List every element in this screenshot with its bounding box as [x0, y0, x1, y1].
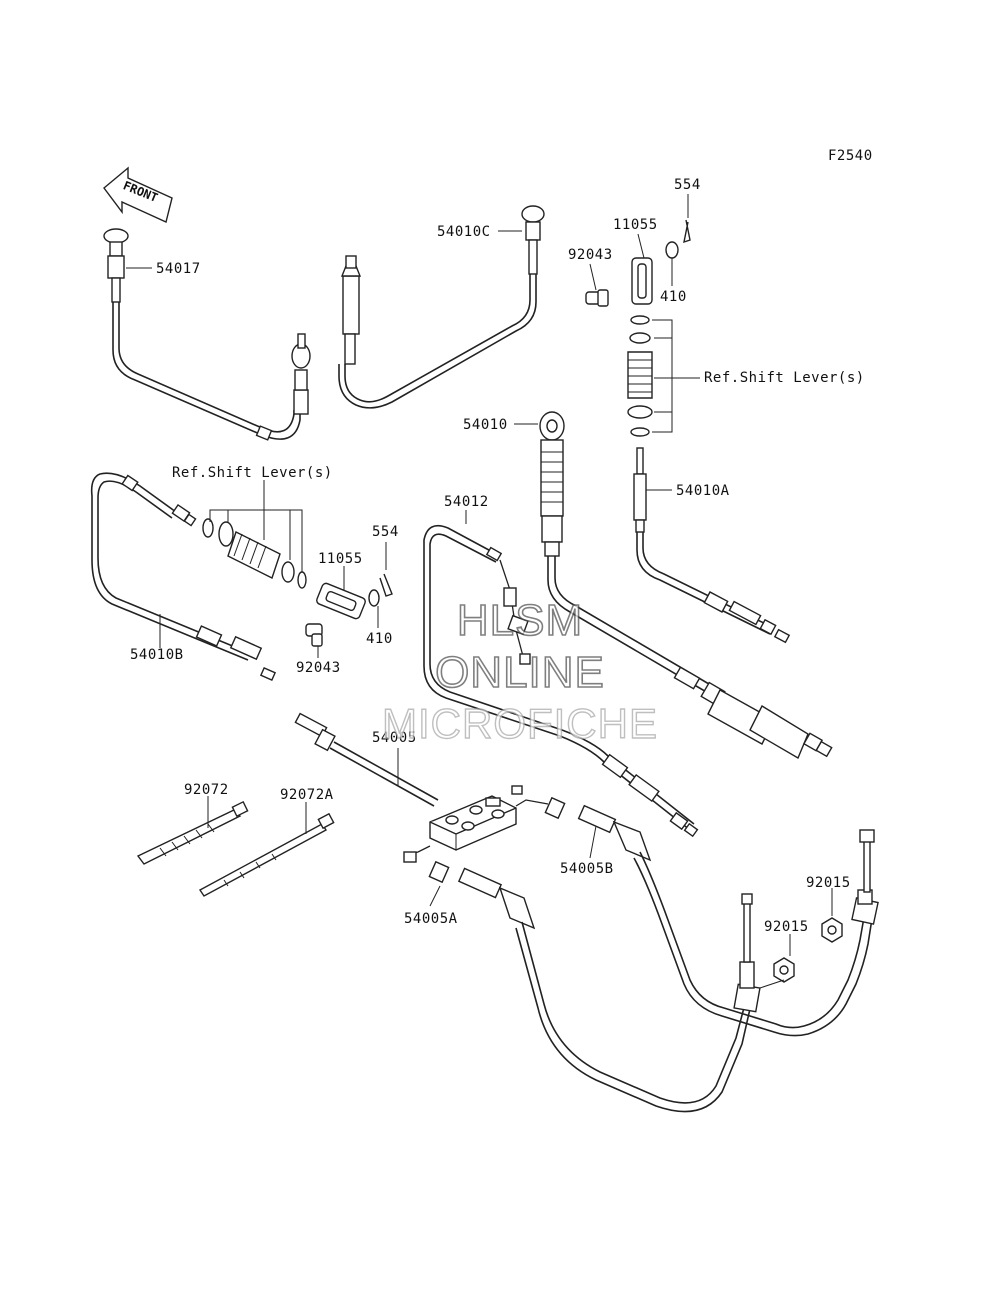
- leader-92043-top: [589, 263, 597, 291]
- cable-54010B: [90, 472, 277, 682]
- cable-54010A: [633, 447, 791, 644]
- label-54012: 54012: [444, 494, 489, 510]
- splitter-block: [429, 795, 517, 851]
- cotter-pin-554-left: [379, 573, 393, 597]
- bracket-11055-top: [631, 257, 653, 305]
- cable-54005B: [544, 796, 879, 1037]
- cable-54012: [423, 524, 699, 838]
- leader-11055-top: [637, 233, 645, 259]
- nut-92015-left: [773, 957, 795, 983]
- label-54010: 54010: [463, 417, 508, 433]
- label-92043-top: 92043: [568, 247, 613, 263]
- label-92072: 92072: [184, 782, 229, 798]
- cable-54005A: [428, 860, 761, 1113]
- label-54005B: 54005B: [560, 861, 614, 877]
- cable-54010C: [338, 205, 545, 409]
- label-54017: 54017: [156, 261, 201, 277]
- cable-54010: [539, 411, 833, 760]
- pin-92043-left: [305, 623, 323, 647]
- shift-lever-stack-right: [627, 315, 653, 437]
- label-54010B: 54010B: [130, 647, 184, 663]
- label-554-left: 554: [372, 524, 399, 540]
- label-ref-shift-left: Ref.Shift Lever(s): [172, 465, 333, 481]
- leader-92015-b-link: [759, 979, 785, 989]
- watermark-line-1: HLSM: [456, 595, 584, 646]
- label-54010A: 54010A: [676, 483, 730, 499]
- leader-ref-shift-right: [652, 319, 700, 433]
- label-410-left: 410: [366, 631, 393, 647]
- pin-92043-top: [585, 289, 609, 307]
- watermark-line-3: MICROFICHE: [381, 699, 658, 747]
- nut-92015-right: [821, 917, 843, 943]
- cable-54017: [103, 228, 311, 441]
- cable-tie-92072A: [198, 812, 335, 897]
- label-54010C: 54010C: [437, 224, 491, 240]
- label-92043-left: 92043: [296, 660, 341, 676]
- label-410-top: 410: [660, 289, 687, 305]
- label-54005A: 54005A: [404, 911, 458, 927]
- washer-410-top: [665, 241, 679, 259]
- watermark-line-2: ONLINE: [434, 647, 605, 698]
- shift-lever-stack-left: [202, 518, 307, 589]
- label-ref-shift-right: Ref.Shift Lever(s): [704, 370, 865, 386]
- label-11055-top: 11055: [613, 217, 658, 233]
- cotter-pin-554-top: [683, 219, 691, 244]
- label-554-top: 554: [674, 177, 701, 193]
- label-92015-a: 92015: [806, 875, 851, 891]
- label-92072A: 92072A: [280, 787, 334, 803]
- label-92015-b: 92015: [764, 919, 809, 935]
- label-54005: 54005: [372, 730, 417, 746]
- front-arrow-icon: FRONT: [103, 166, 173, 223]
- leader-ref-shift-left: [209, 480, 303, 572]
- leader-54005B: [589, 825, 597, 859]
- bracket-11055-left: [316, 582, 366, 620]
- label-11055-left: 11055: [318, 551, 363, 567]
- cable-54005: [294, 712, 549, 863]
- cable-tie-92072: [136, 800, 249, 865]
- washer-410-left: [368, 589, 380, 607]
- leader-54005A: [429, 885, 441, 907]
- diagram-code: F2540: [828, 148, 873, 164]
